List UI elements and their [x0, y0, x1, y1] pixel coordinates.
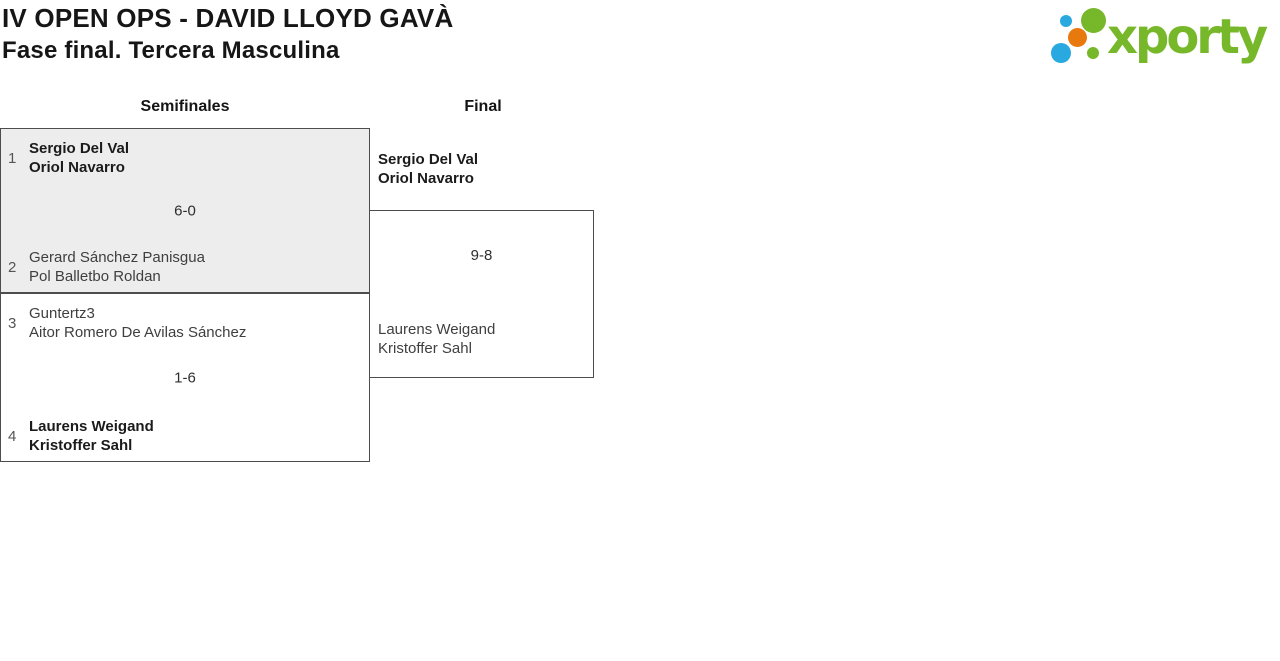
player-name: Guntertz3 — [29, 305, 95, 322]
logo-dot-blue-large-icon — [1051, 43, 1071, 63]
player-name: Kristoffer Sahl — [29, 437, 133, 454]
player-name: Sergio Del Val — [378, 151, 479, 168]
final-team-top: Sergio Del Val Oriol Navarro — [378, 150, 478, 188]
page-subtitle: Fase final. Tercera Masculina — [2, 37, 340, 64]
final-team-bottom: Laurens Weigand Kristoffer Sahl — [378, 320, 495, 358]
player-name: Gerard Sánchez Panisgua — [29, 249, 205, 266]
team-names: Gerard Sánchez Panisgua Pol Balletbo Rol… — [29, 248, 205, 286]
seed-number: 3 — [8, 314, 17, 332]
team-entry-seed-2: 2 Gerard Sánchez Panisgua Pol Balletbo R… — [8, 248, 359, 286]
seed-number: 2 — [8, 258, 17, 276]
player-name: Laurens Weigand — [378, 321, 496, 338]
final-match[interactable]: 9-8 Laurens Weigand Kristoffer Sahl — [369, 210, 594, 378]
seed-number: 1 — [8, 149, 17, 167]
xporty-wordmark: xporty — [1107, 9, 1268, 65]
final-score: 9-8 — [470, 247, 493, 264]
team-names: Guntertz3 Aitor Romero De Avilas Sánchez — [29, 304, 246, 342]
page-title: IV OPEN OPS - DAVID LLOYD GAVÀ — [2, 3, 454, 33]
xporty-logo: xporty — [1050, 0, 1280, 75]
team-entry-seed-4: 4 Laurens Weigand Kristoffer Sahl — [8, 417, 359, 455]
team-entry-seed-3: 3 Guntertz3 Aitor Romero De Avilas Sánch… — [8, 304, 359, 342]
player-name: Oriol Navarro — [29, 159, 125, 176]
player-name: Sergio Del Val — [29, 140, 130, 157]
round-header-final: Final — [464, 98, 502, 115]
player-name: Pol Balletbo Roldan — [29, 268, 161, 285]
semifinal-match-2[interactable]: 3 Guntertz3 Aitor Romero De Avilas Sánch… — [0, 293, 370, 462]
player-name: Laurens Weigand — [29, 418, 154, 435]
logo-dot-green-small-icon — [1087, 47, 1099, 59]
player-name: Kristoffer Sahl — [378, 340, 472, 357]
logo-dot-green-large-icon — [1081, 8, 1106, 33]
match-score: 6-0 — [174, 202, 196, 219]
player-name: Oriol Navarro — [378, 170, 474, 187]
team-entry-seed-1: 1 Sergio Del Val Oriol Navarro — [8, 139, 359, 177]
semifinal-match-1[interactable]: 1 Sergio Del Val Oriol Navarro 6-0 2 Ger… — [0, 128, 370, 293]
round-header-semifinales: Semifinales — [140, 98, 230, 115]
team-names: Sergio Del Val Oriol Navarro — [29, 139, 129, 177]
logo-dot-blue-small-icon — [1060, 15, 1072, 27]
seed-number: 4 — [8, 427, 17, 445]
match-score: 1-6 — [174, 369, 196, 386]
player-name: Aitor Romero De Avilas Sánchez — [29, 324, 247, 341]
logo-dot-orange-icon — [1068, 28, 1087, 47]
team-names: Laurens Weigand Kristoffer Sahl — [29, 417, 154, 455]
